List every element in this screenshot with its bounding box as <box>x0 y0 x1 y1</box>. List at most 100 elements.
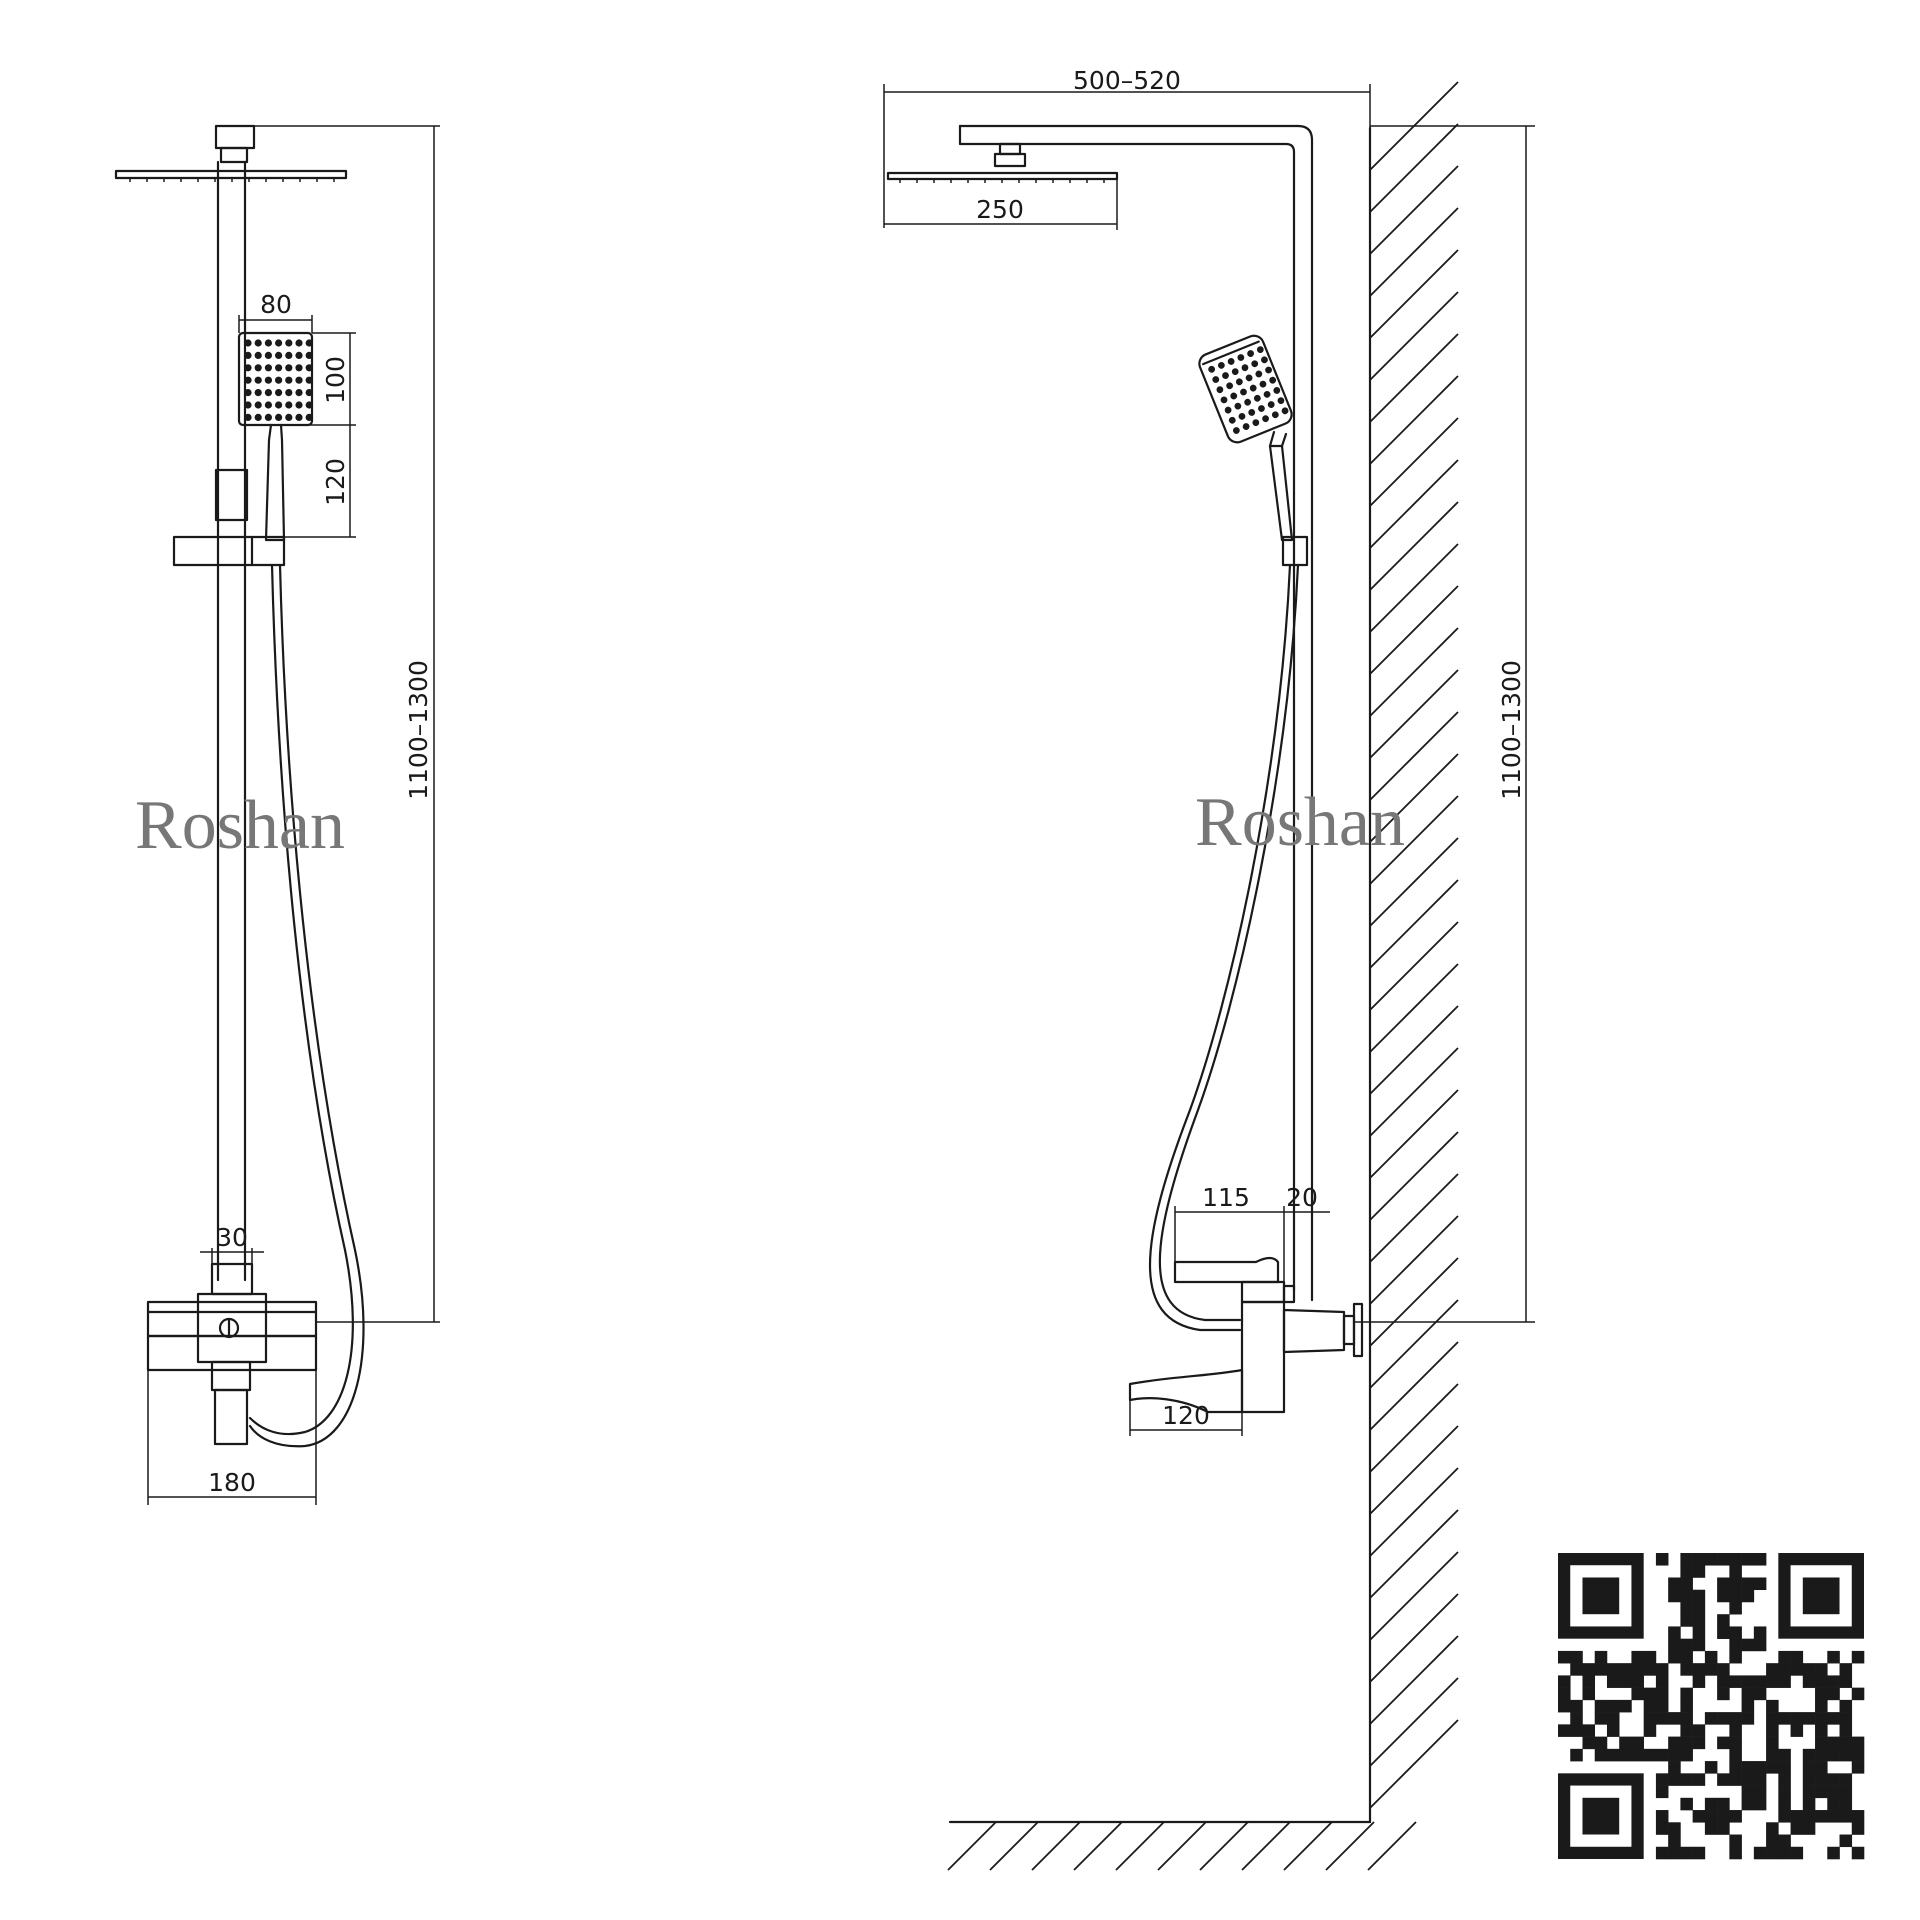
qr-module <box>1594 1663 1608 1676</box>
qr-module <box>1827 1675 1840 1688</box>
qr-module <box>1802 1748 1816 1762</box>
qr-module <box>1668 1712 1681 1725</box>
hatch-line <box>1369 1299 1459 1389</box>
qr-module <box>1741 1773 1755 1786</box>
qr-module <box>1668 1834 1681 1848</box>
qr-module <box>1680 1589 1693 1603</box>
qr-module <box>1680 1614 1693 1627</box>
qr-module <box>1839 1797 1853 1811</box>
nozzle-dot <box>254 376 262 384</box>
nozzle-dot <box>285 389 293 397</box>
nozzle-dot <box>1244 398 1251 406</box>
qr-module <box>1717 1712 1730 1725</box>
qr-module <box>1741 1687 1755 1701</box>
qr-module <box>1851 1650 1865 1664</box>
qr-module <box>1741 1761 1755 1774</box>
qr-module <box>1619 1699 1632 1713</box>
qr-module <box>1851 1761 1865 1774</box>
front-hand-shower-handle <box>264 423 286 542</box>
side-mixer-connector <box>1282 1308 1346 1354</box>
qr-module <box>1741 1797 1755 1811</box>
qr-module <box>1815 1675 1828 1688</box>
qr-module <box>1692 1663 1706 1676</box>
qr-module <box>1594 1712 1608 1725</box>
hatch-line <box>1369 963 1459 1053</box>
nozzle-dot <box>1271 411 1279 419</box>
qr-module <box>1680 1846 1693 1860</box>
nozzle-dot <box>295 351 303 359</box>
qr-module <box>1741 1785 1755 1799</box>
nozzle-dot <box>275 401 283 409</box>
nozzle-dot <box>1265 366 1272 374</box>
qr-module <box>1558 1687 1571 1701</box>
qr-module <box>1753 1797 1767 1811</box>
front-head-connector <box>219 146 249 164</box>
hatch-line <box>1367 1821 1417 1871</box>
qr-module <box>1594 1650 1608 1664</box>
side-dim-spout: 120 <box>1162 1401 1210 1430</box>
qr-module <box>1729 1736 1742 1750</box>
qr-module <box>1655 1748 1669 1762</box>
front-mount-block <box>214 124 256 150</box>
nozzle-dot <box>1235 378 1243 386</box>
qr-module <box>1704 1650 1718 1664</box>
qr-module <box>1619 1748 1632 1762</box>
hatch-line <box>1369 333 1459 423</box>
hatch-line <box>1369 417 1459 507</box>
qr-module <box>1655 1699 1669 1713</box>
qr-module <box>1606 1724 1620 1737</box>
hatch-line <box>1369 1341 1459 1431</box>
qr-module <box>1680 1577 1693 1591</box>
qr-module <box>1753 1687 1767 1701</box>
qr-module <box>1790 1846 1804 1860</box>
qr-module <box>1729 1712 1742 1725</box>
qr-module <box>1778 1761 1791 1774</box>
nozzle-dot <box>1230 392 1238 400</box>
qr-finder-core <box>1582 1577 1620 1615</box>
nozzle-dot <box>264 413 272 421</box>
hatch-line <box>947 1821 997 1871</box>
qr-module <box>1815 1699 1828 1713</box>
side-view: 500–520 250 1100–1300 115 20 120 Roshan <box>883 66 1535 1871</box>
nozzle-dot <box>1261 356 1268 364</box>
qr-module <box>1778 1748 1791 1762</box>
nozzle-dot <box>264 339 272 347</box>
side-dim-head-size: 250 <box>976 195 1024 224</box>
qr-module <box>1815 1736 1828 1750</box>
qr-module <box>1815 1687 1828 1701</box>
qr-module <box>1827 1773 1840 1786</box>
hatch-line <box>1369 1215 1459 1305</box>
qr-module <box>1606 1748 1620 1762</box>
qr-module <box>1827 1846 1840 1860</box>
nozzle-dot <box>1253 394 1261 402</box>
nozzle-dot <box>244 389 252 397</box>
qr-module <box>1766 1736 1779 1750</box>
qr-module <box>1619 1736 1632 1750</box>
nozzle-dot <box>305 351 313 359</box>
qr-module <box>1643 1687 1657 1701</box>
qr-code-icon <box>1558 1553 1865 1860</box>
qr-module <box>1680 1773 1693 1786</box>
qr-module <box>1655 1687 1669 1701</box>
nozzle-dot <box>295 364 303 372</box>
nozzle-dot <box>305 401 313 409</box>
qr-module <box>1680 1638 1693 1652</box>
qr-module <box>1717 1810 1730 1823</box>
qr-module <box>1717 1675 1730 1688</box>
qr-module <box>1729 1650 1742 1664</box>
nozzle-dot <box>1256 346 1264 354</box>
qr-module <box>1582 1663 1596 1676</box>
qr-module <box>1815 1761 1828 1774</box>
qr-module <box>1692 1675 1706 1688</box>
nozzle-dot <box>305 364 313 372</box>
qr-module <box>1680 1712 1693 1725</box>
hatch-line <box>1369 753 1459 843</box>
nozzle-dot <box>1252 419 1260 427</box>
qr-module <box>1802 1810 1816 1823</box>
qr-module <box>1802 1675 1816 1688</box>
qr-module <box>1766 1822 1779 1835</box>
qr-module <box>1729 1626 1742 1639</box>
nozzle-dot <box>275 413 283 421</box>
qr-module <box>1753 1577 1767 1591</box>
